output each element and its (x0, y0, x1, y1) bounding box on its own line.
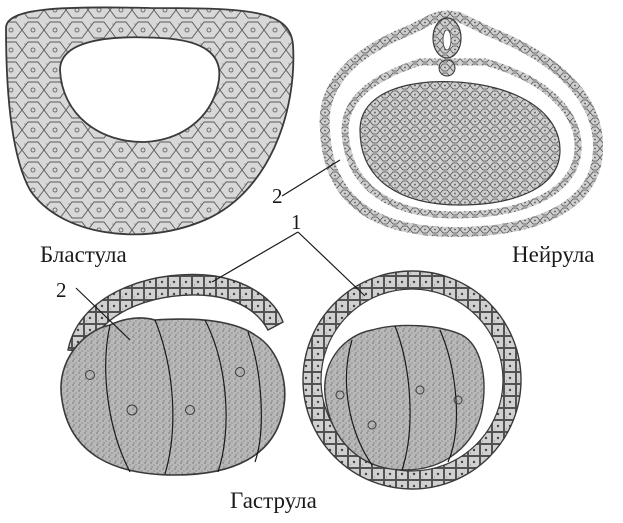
gastrula-left-illustration (61, 274, 285, 475)
blastula-illustration (6, 7, 293, 234)
label-gastrula: Гаструла (230, 488, 317, 513)
marker-1: 1 (291, 210, 302, 234)
neurula-illustration (325, 16, 598, 233)
gastrula-right-illustration (303, 271, 521, 489)
marker-2-neurula: 2 (272, 184, 283, 208)
label-blastula: Бластула (40, 242, 127, 267)
label-neurula: Нейрула (512, 242, 595, 267)
marker-2-gastrula: 2 (56, 278, 67, 302)
